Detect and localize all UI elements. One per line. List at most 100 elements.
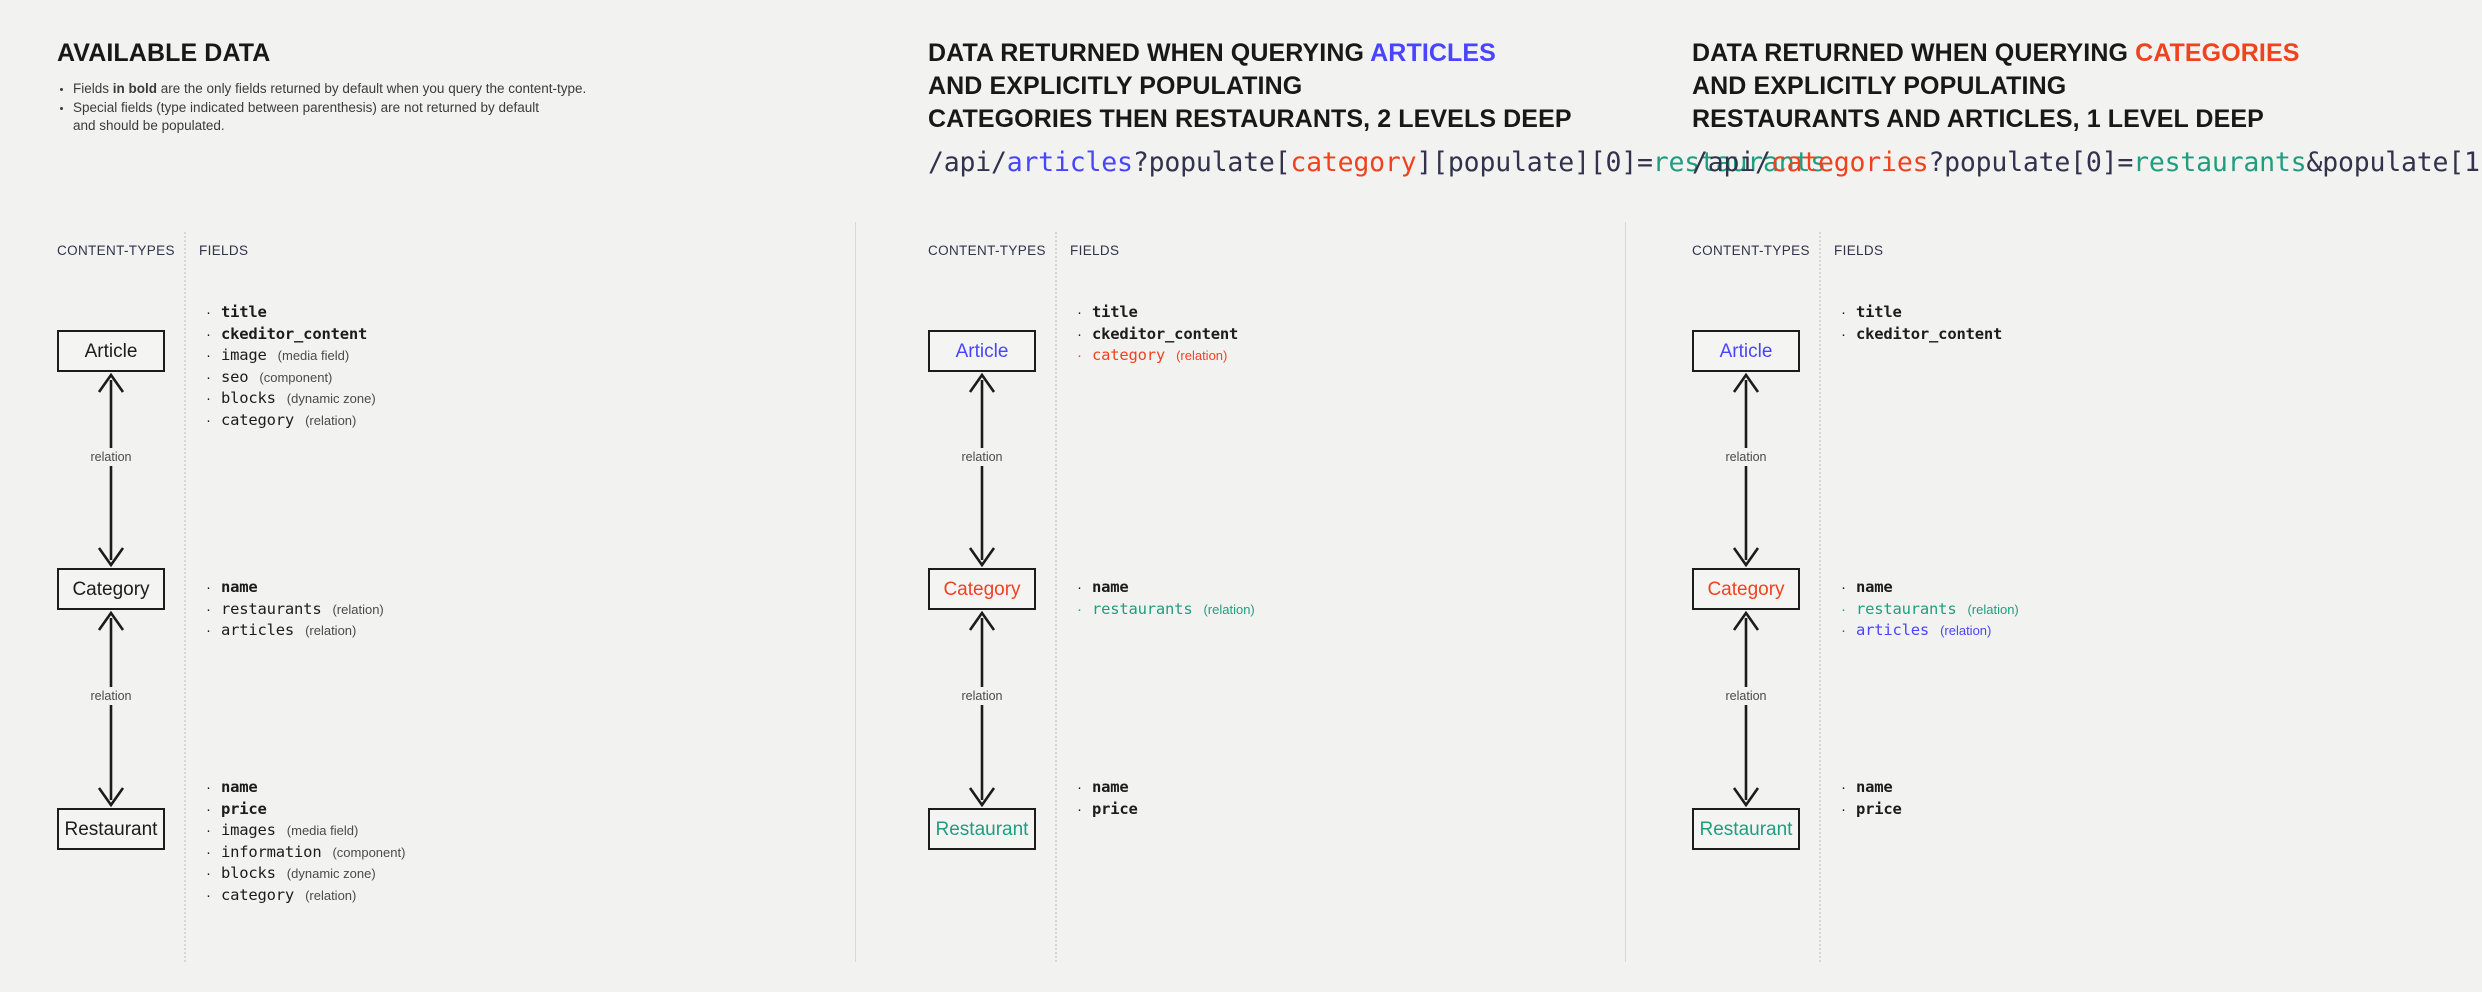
field-row: ·restaurants(relation) — [206, 600, 384, 618]
field-row: ·image(media field) — [206, 346, 376, 364]
bullet-icon: · — [1077, 779, 1082, 796]
field-name: articles — [221, 621, 295, 639]
relation-connector-category-restaurant: relation — [1691, 610, 1801, 808]
content-type-box-restaurant[interactable]: Restaurant — [57, 808, 165, 850]
note-item: Fields in bold are the only fields retur… — [73, 80, 586, 98]
column-label-content-types: CONTENT-TYPES — [57, 243, 175, 258]
field-row: ·title — [1077, 303, 1238, 321]
bullet-icon: · — [206, 325, 211, 343]
heading-run: ARTICLES — [1370, 39, 1496, 67]
column-divider — [184, 232, 186, 962]
field-row: ·blocks(dynamic zone) — [206, 864, 405, 882]
bullet-icon: · — [1841, 779, 1846, 796]
field-row: · ckeditor_content — [1077, 325, 1238, 343]
relation-label: relation — [1691, 448, 1801, 466]
field-list-article: ·title·ckeditor_content — [1841, 303, 2002, 346]
field-row: ·price — [1841, 800, 1902, 818]
field-name: restaurants — [1092, 599, 1193, 618]
field-name: seo — [221, 367, 249, 386]
field-list-restaurant: ·name·price·images(media field)·informat… — [206, 778, 405, 907]
field-type: (media field) — [286, 823, 359, 838]
field-type: (media field) — [277, 348, 350, 363]
url-token: ][populate][0]= — [1416, 147, 1653, 178]
field-type: (component) — [332, 844, 406, 860]
heading-run: AND EXPLICITLY POPULATING — [1692, 72, 2067, 100]
field-name: restaurants — [1856, 599, 1957, 618]
field-name: title — [1092, 303, 1138, 321]
field-name: name — [221, 778, 258, 796]
field-name: ckeditor_content — [221, 324, 368, 343]
content-type-box-category[interactable]: Category — [928, 568, 1036, 610]
field-name: ckeditor_content — [1092, 324, 1239, 343]
content-type-box-restaurant[interactable]: Restaurant — [928, 808, 1036, 850]
bullet-icon: · — [1841, 304, 1846, 321]
bullet-icon: · — [206, 304, 211, 321]
field-name: articles — [1856, 621, 1930, 639]
field-name: image — [221, 346, 267, 364]
field-list-restaurant: · name ·price — [1077, 778, 1138, 821]
field-name: information — [221, 842, 322, 861]
field-name: images — [221, 821, 276, 839]
relation-connector-article-category: relation — [927, 372, 1037, 568]
heading-line: AVAILABLE DATA — [57, 39, 271, 67]
field-type: (relation) — [1203, 601, 1255, 617]
field-name: price — [221, 799, 267, 818]
field-row: ·price — [1077, 800, 1138, 818]
content-type-box-category[interactable]: Category — [57, 568, 165, 610]
url-token: articles — [1006, 147, 1133, 178]
field-row: ·articles(relation) — [1841, 621, 2019, 639]
field-row: ·category(relation) — [206, 886, 405, 904]
heading-line: DATA RETURNED WHEN QUERYING ARTICLES — [928, 37, 1572, 70]
field-row: ·articles(relation) — [206, 621, 384, 639]
field-row: · ckeditor_content — [1841, 325, 2002, 343]
panel-heading: AVAILABLE DATA — [57, 37, 270, 70]
note-item: Special fields (type indicated between p… — [73, 99, 586, 135]
content-type-box-restaurant[interactable]: Restaurant — [1692, 808, 1800, 850]
relation-connector-article-category: relation — [1691, 372, 1801, 568]
bullet-icon: · — [1841, 622, 1846, 639]
field-row: ·information(component) — [206, 843, 405, 861]
bullet-icon: · — [1841, 800, 1846, 818]
url-token: category — [1290, 147, 1417, 178]
field-name: name — [1092, 778, 1129, 796]
field-row: · name — [1077, 778, 1138, 796]
panel-separator — [855, 222, 856, 962]
heading-line: RESTAURANTS AND ARTICLES, 1 LEVEL DEEP — [1692, 103, 2300, 136]
field-row: ·name — [1841, 578, 2019, 596]
content-type-box-article[interactable]: Article — [1692, 330, 1800, 372]
bullet-icon: · — [206, 579, 211, 596]
content-type-box-category[interactable]: Category — [1692, 568, 1800, 610]
field-name: ckeditor_content — [1856, 324, 2003, 343]
bullet-icon: · — [1077, 800, 1082, 818]
bullet-icon: · — [206, 822, 211, 839]
url-token: &populate[1]= — [2306, 147, 2482, 178]
heading-run: CATEGORIES THEN RESTAURANTS, 2 LEVELS DE… — [928, 105, 1572, 133]
bullet-icon: · — [206, 865, 211, 882]
relation-label: relation — [1691, 687, 1801, 705]
field-name: title — [221, 303, 267, 321]
api-url-articles: /api/articles?populate[category][populat… — [928, 148, 1826, 178]
relation-label: relation — [56, 687, 166, 705]
relation-label: relation — [927, 448, 1037, 466]
field-name: category — [221, 410, 295, 429]
relation-label: relation — [56, 448, 166, 466]
relation-connector-article-category: relation — [56, 372, 166, 568]
bullet-icon: · — [1841, 325, 1846, 343]
url-token: /api/ — [1692, 147, 1771, 178]
content-type-box-article[interactable]: Article — [57, 330, 165, 372]
bullet-icon: · — [1077, 325, 1082, 343]
field-row: · title — [206, 303, 376, 321]
content-type-box-article[interactable]: Article — [928, 330, 1036, 372]
url-token: categories — [1770, 147, 1929, 178]
column-label-fields: FIELDS — [199, 243, 249, 258]
field-type: (relation) — [1176, 348, 1228, 363]
bullet-icon: · — [206, 779, 211, 796]
field-type: (relation) — [332, 601, 384, 617]
column-label-fields: FIELDS — [1070, 243, 1120, 258]
bullet-icon: · — [206, 600, 211, 618]
bullet-icon: · — [1077, 347, 1082, 364]
field-list-category: ·name·restaurants(relation)·articles(rel… — [206, 578, 384, 643]
